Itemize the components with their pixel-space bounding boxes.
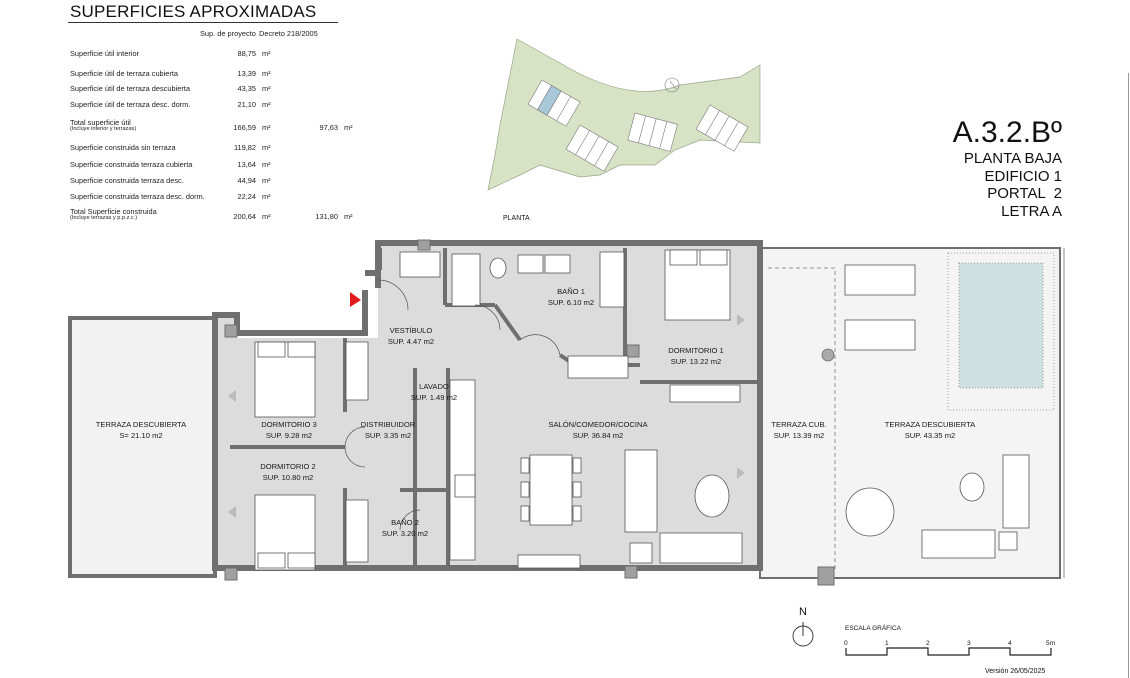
surface-decreto-value: 131,80 <box>315 212 338 221</box>
north-label: N <box>799 606 807 618</box>
scale-title: ESCALA GRÁFICA <box>845 625 901 632</box>
surface-unit: m² <box>262 176 271 185</box>
unit-code: A.3.2.Bº <box>952 116 1062 149</box>
surface-unit: m² <box>262 123 271 132</box>
surface-decreto-value: 97,63 <box>319 123 339 132</box>
surface-label: Superficie construida sin terraza <box>70 143 176 152</box>
entry-arrow-icon <box>350 292 361 307</box>
scale-tick: 1 <box>885 640 889 647</box>
col-header-project: Sup. de proyecto <box>200 29 256 38</box>
surface-label: Superficie construida terraza cubierta <box>70 160 193 169</box>
surface-project-value: 166,59 <box>233 123 256 132</box>
surface-project-value: 43,35 <box>237 84 257 93</box>
col-header-decreto: Decreto 218/2005 <box>259 29 318 38</box>
unit-portal: PORTAL 2 <box>987 185 1062 202</box>
surface-unit: m² <box>262 160 271 169</box>
pool <box>958 262 1044 389</box>
surface-unit: m² <box>262 212 271 221</box>
version-label: Versión 26/05/2025 <box>985 668 1046 675</box>
surface-project-value: 44,94 <box>237 176 257 185</box>
surface-unit: m² <box>262 143 271 152</box>
surface-row: Superficie construida terraza desc. dorm… <box>70 192 350 204</box>
surface-project-value: 13,64 <box>237 160 257 169</box>
surface-label: Superficie útil de terraza cubierta <box>70 69 179 78</box>
surface-row: Superficie construida terraza desc. 44,94… <box>70 176 350 188</box>
scale-tick: 0 <box>844 640 848 647</box>
surface-project-value: 22,24 <box>237 192 257 201</box>
surface-label: Total Superficie construida <box>70 207 157 216</box>
surface-project-value: 88,75 <box>237 49 257 58</box>
title-divider <box>68 22 338 23</box>
surface-unit: m² <box>262 100 271 109</box>
surface-project-value: 119,82 <box>233 143 256 152</box>
terrace-left <box>68 316 217 578</box>
surface-unit: m² <box>262 49 271 58</box>
surface-sublabel: (Incluye terrazas y p.p.z.c.) <box>70 215 138 221</box>
surface-project-value: 200,64 <box>233 212 256 221</box>
surface-row: Superficie construida sin terraza 119,82 m… <box>70 143 350 155</box>
site-north-icon <box>664 77 680 93</box>
surface-unit: m² <box>262 69 271 78</box>
surface-unit: m² <box>262 84 271 93</box>
scale-tick: 3 <box>967 640 971 647</box>
surface-row: Superficie útil interior 88,75 m² <box>70 49 350 61</box>
unit-floor: PLANTA BAJA <box>963 150 1062 167</box>
surface-label: Total superficie útil <box>70 118 131 127</box>
graphic-scale <box>845 647 1052 656</box>
surface-project-value: 13,39 <box>237 69 257 78</box>
surface-label: Superficie útil interior <box>70 49 140 58</box>
surface-unit: m² <box>344 212 353 221</box>
surface-unit: m² <box>344 123 353 132</box>
scale-tick: 5m <box>1046 640 1056 647</box>
scale-tick: 4 <box>1008 640 1012 647</box>
surfaces-title: SUPERFICIES APROXIMADAS <box>70 2 317 21</box>
page-border <box>1128 73 1129 678</box>
surface-unit: m² <box>262 192 271 201</box>
surface-label: Superficie útil de terraza desc. dorm. <box>70 100 191 109</box>
surface-sublabel: (Incluye interior y terrazas) <box>70 126 137 132</box>
site-plan-label: PLANTA <box>503 215 530 222</box>
surface-project-value: 21,10 <box>237 100 257 109</box>
surface-label: Superficie útil de terraza descubierta <box>70 84 190 93</box>
unit-info: A.3.2.Bº PLANTA BAJA EDIFICIO 1 PORTAL 2… <box>953 118 1062 220</box>
surface-row: Superficie construida terraza cubierta 13… <box>70 160 350 172</box>
surface-label: Superficie construida terraza desc. dorm… <box>70 192 205 201</box>
surface-row: Total Superficie construida(Incluye terr… <box>70 207 353 221</box>
surface-row: Total superficie útil(Incluye interior y… <box>70 118 353 132</box>
scale-tick: 2 <box>926 640 930 647</box>
surface-label: Superficie construida terraza desc. <box>70 176 184 185</box>
unit-building: EDIFICIO 1 <box>984 167 1062 185</box>
room-label-terraza-cub: TERRAZA CUB.SUP. 13.39 m2 <box>771 420 827 440</box>
unit-letter: LETRA A <box>1001 202 1062 220</box>
surface-row: Superficie útil de terraza desc. dorm. 21… <box>70 100 350 112</box>
site-plan <box>487 38 761 191</box>
surface-row: Superficie útil de terraza cubierta 13,39… <box>70 69 350 81</box>
surface-row: Superficie útil de terraza descubierta 43… <box>70 84 350 96</box>
